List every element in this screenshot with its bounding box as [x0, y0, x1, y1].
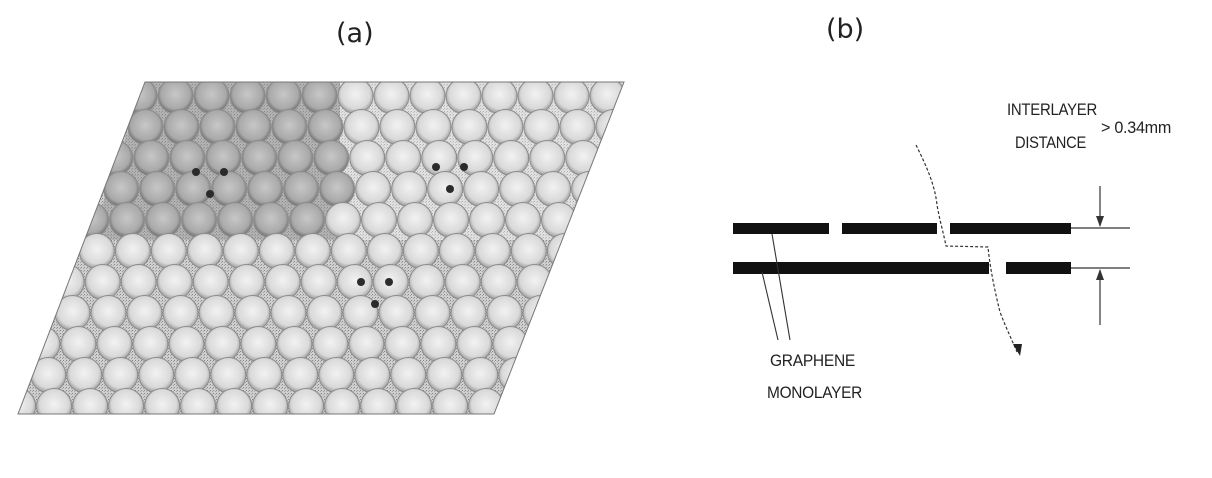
lattice-atom — [288, 388, 325, 414]
panel-b-label: (b) — [826, 14, 865, 45]
interlayer-label-line1: INTERLAYER — [1007, 100, 1097, 119]
lattice-atom — [432, 388, 469, 414]
lattice-atom — [216, 388, 253, 414]
lattice-junction — [357, 278, 365, 286]
monolayer-leader-2 — [771, 233, 791, 341]
graphene-lattice-illustration — [17, 81, 625, 415]
dimension-arrow-down — [1096, 216, 1104, 227]
lattice-junction — [206, 190, 214, 198]
lattice-junction — [371, 300, 379, 308]
lattice-atom — [360, 388, 397, 414]
lattice-atom — [180, 388, 217, 414]
lattice-atom — [36, 388, 73, 414]
distance-value: > 0.34mm — [1101, 118, 1171, 137]
top-layer-segment-2 — [842, 223, 937, 234]
lattice-atom — [252, 388, 289, 414]
lattice-junction — [432, 163, 440, 171]
lattice-atom — [108, 388, 145, 414]
monolayer-label-line2: MONOLAYER — [767, 383, 862, 402]
top-layer-segment-1 — [733, 223, 829, 234]
monolayer-leader-1 — [761, 271, 779, 341]
interlayer-label-line2: DISTANCE — [1015, 133, 1086, 152]
lattice-junctions — [192, 163, 468, 308]
lattice-atom — [396, 388, 433, 414]
top-layer-segment-3 — [950, 223, 1071, 234]
lattice-atom — [72, 388, 109, 414]
diffusion-arrow-head — [1013, 344, 1022, 356]
lattice-junction — [220, 168, 228, 176]
lattice-atom — [324, 388, 361, 414]
lattice-junction — [385, 278, 393, 286]
diffusion-path-line — [915, 144, 1018, 353]
monolayer-label-line1: GRAPHENE — [770, 351, 855, 370]
bottom-layer-segment-1 — [733, 262, 989, 274]
lattice-junction — [460, 163, 468, 171]
lattice-atom — [144, 388, 181, 414]
dimension-arrow-up — [1096, 269, 1104, 280]
panel-a-label: (a) — [336, 18, 374, 49]
lattice-junction — [446, 185, 454, 193]
lattice-junction — [192, 168, 200, 176]
bottom-layer-segment-2 — [1006, 262, 1071, 274]
